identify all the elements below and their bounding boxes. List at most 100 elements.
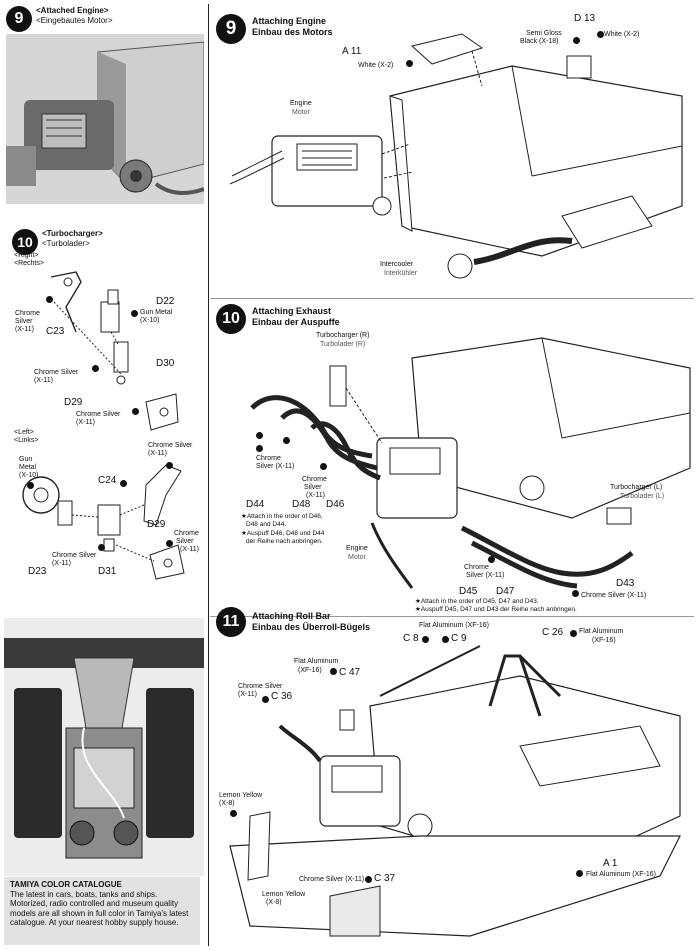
- color-label: (X-11): [306, 492, 325, 499]
- color-label: Silver (X-11): [466, 572, 505, 579]
- part-C24: C24: [98, 475, 117, 486]
- color-label: Chrome Silver: [76, 411, 121, 418]
- part-C8: C 8: [403, 633, 419, 644]
- color-label: (X-11): [148, 450, 167, 457]
- color-label: Chrome: [302, 476, 327, 483]
- side-label: <Left>: [14, 429, 34, 436]
- side-label-de: <Links>: [14, 437, 39, 444]
- part-D45: D45: [459, 586, 478, 597]
- paint-dot: [256, 432, 263, 439]
- turbo-l-label: Turbocharger (L): [610, 484, 663, 491]
- exhaust-install-drawing: [250, 337, 691, 589]
- color-label: Gun Metal: [140, 309, 173, 316]
- step-number-9: 9: [216, 14, 246, 44]
- paint-dot: [365, 876, 372, 883]
- part-A11: A 11: [342, 46, 362, 57]
- step-subtitle: Einbau des Überroll-Bügels: [252, 622, 371, 632]
- paint-dot: [120, 480, 127, 487]
- color-label: (X-10): [140, 317, 160, 324]
- color-label: Silver: [15, 318, 33, 325]
- paint-dot: [570, 630, 577, 637]
- engine-photo-drawing: [6, 34, 204, 204]
- catalogue-title: TAMIYA COLOR CATALOGUE: [10, 880, 122, 889]
- color-label: White (X-2): [604, 31, 640, 38]
- assembly-note: ★Attach in the order of D46,: [241, 513, 323, 520]
- color-label: Chrome Silver: [52, 552, 97, 559]
- color-label: Silver (X-11): [256, 463, 295, 470]
- part-D47: D47: [496, 586, 515, 597]
- color-label: Black (X-18): [520, 38, 559, 45]
- paint-dot: [330, 668, 337, 675]
- paint-dot: [320, 463, 327, 470]
- paint-dot: [597, 31, 604, 38]
- assembly-note: ★Attach in the order of D45, D47 and D43…: [415, 598, 539, 605]
- color-label: (X-10): [19, 472, 39, 479]
- assembly-note-de: ★Auspuff D45, D47 und D43 der Reihe nach…: [415, 606, 577, 613]
- paint-dot: [283, 437, 290, 444]
- color-label: Flat Aluminum: [294, 658, 339, 665]
- side-label: <Right>: [14, 252, 39, 259]
- color-label: (X-11): [15, 326, 34, 333]
- paint-dot: [132, 408, 139, 415]
- paint-dot: [422, 636, 429, 643]
- section-separator: [210, 298, 694, 299]
- color-label: Lemon Yellow: [262, 891, 306, 898]
- color-label: Gun: [19, 456, 33, 463]
- paint-dot: [166, 462, 173, 469]
- intercooler-label: Intercooler: [380, 261, 414, 268]
- assembly-note: D48 and D44.: [246, 521, 287, 528]
- paint-dot: [406, 60, 413, 67]
- column-divider: [208, 4, 209, 946]
- paint-dot: [576, 870, 583, 877]
- paint-dot: [442, 636, 449, 643]
- step-subtitle: Einbau des Motors: [252, 27, 333, 37]
- step-subtitle: <Turbolader>: [42, 239, 90, 248]
- part-D29: D29: [64, 397, 83, 408]
- part-C37: C 37: [374, 873, 396, 884]
- color-label: Lemon Yellow: [219, 792, 263, 799]
- paint-dot: [573, 37, 580, 44]
- intercooler-label-de: Interkühler: [384, 270, 418, 277]
- paint-dot: [131, 310, 138, 317]
- color-label: Chrome: [464, 564, 489, 571]
- part-C23: C23: [46, 326, 65, 337]
- color-label: Flat Aluminum (XF-16): [586, 871, 657, 878]
- step-title: <Turbocharger>: [42, 229, 103, 238]
- step-subtitle: <Eingebautes Motor>: [36, 16, 113, 25]
- color-label: Chrome Silver: [34, 369, 79, 376]
- color-label: (X-11): [238, 691, 257, 698]
- part-D23: D23: [28, 566, 47, 577]
- color-label: (XF-16): [298, 667, 322, 674]
- step-title: Attaching Roll Bar: [252, 611, 331, 621]
- color-label: Chrome: [256, 455, 281, 462]
- engine-label-de: Motor: [348, 554, 366, 561]
- color-label: (X-8): [266, 899, 282, 906]
- color-label: (X-8): [219, 800, 235, 807]
- part-D43: D43: [616, 578, 635, 589]
- rollbar-install-drawing: [229, 645, 681, 937]
- step-number-9: 9: [6, 6, 32, 32]
- car-rear-photo: [4, 618, 204, 876]
- color-catalogue-box: TAMIYA COLOR CATALOGUE The latest in car…: [4, 877, 200, 945]
- color-label: Chrome Silver: [238, 683, 283, 690]
- part-A1: A 1: [603, 858, 618, 869]
- part-C9: C 9: [451, 633, 467, 644]
- part-D30: D30: [156, 358, 175, 369]
- part-D22: D22: [156, 296, 175, 307]
- step-number-11: 11: [216, 607, 246, 637]
- color-label: Metal: [19, 464, 37, 471]
- color-label: Chrome Silver: [148, 442, 193, 449]
- part-D44: D44: [246, 499, 265, 510]
- step-title: Attaching Exhaust: [252, 306, 332, 316]
- section-separator: [210, 616, 694, 617]
- part-C36: C 36: [271, 691, 293, 702]
- side-label-de: <Rechts>: [14, 260, 44, 267]
- turbo-left-drawing: [22, 464, 185, 580]
- paint-dot: [230, 810, 237, 817]
- part-D31: D31: [98, 566, 117, 577]
- assembly-note-de: ★Auspuff D46, D48 und D44: [241, 530, 325, 537]
- attached-engine-photo: [6, 34, 204, 204]
- engine-install-drawing: [229, 33, 683, 279]
- color-label: (X-11): [34, 377, 53, 384]
- paint-dot: [98, 544, 105, 551]
